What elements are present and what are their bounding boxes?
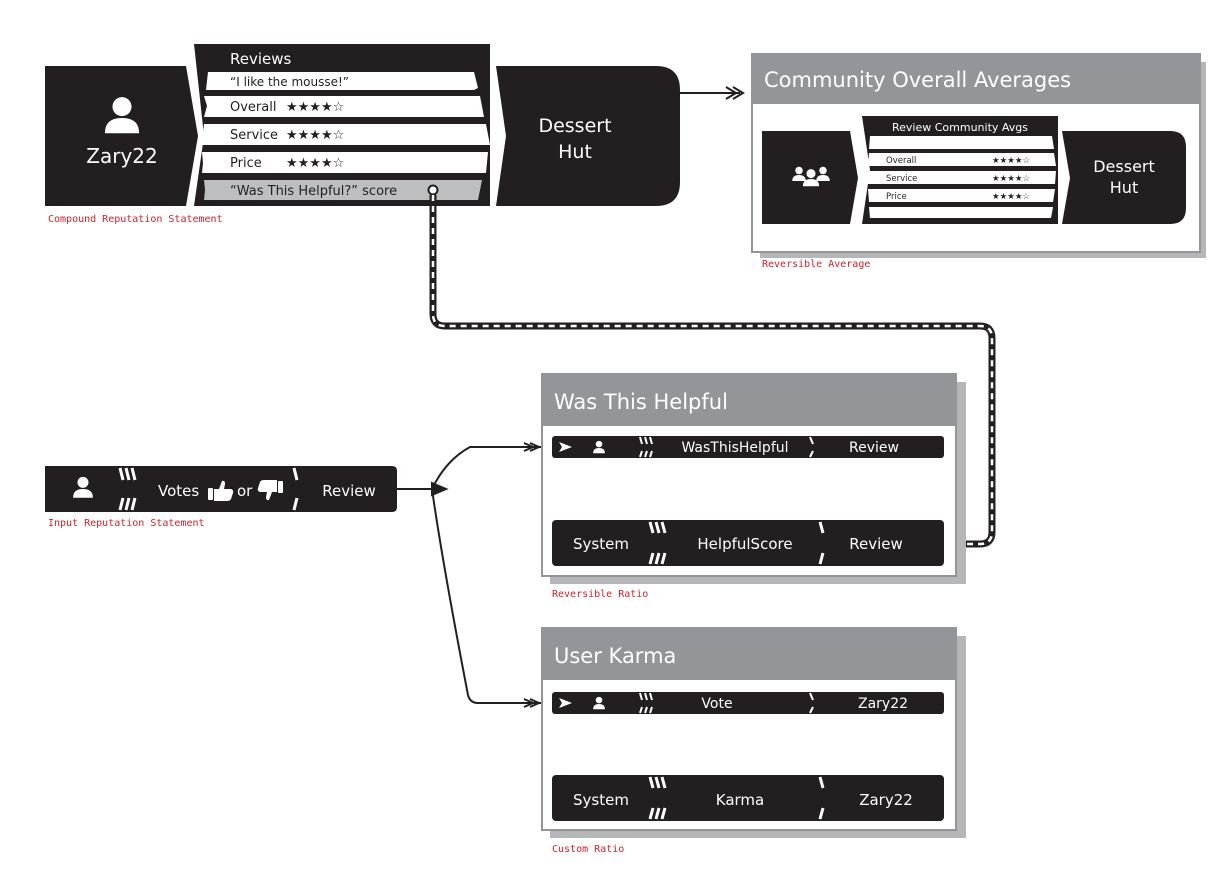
community-target-line2: Hut [1110, 178, 1138, 197]
compound-target-line1: Dessert [538, 115, 611, 137]
community-overall-label: Overall [886, 156, 916, 166]
community-service-stars: ★★★★☆ [992, 174, 1030, 184]
karma-system-source: System [573, 791, 629, 809]
arrow-to-community [680, 86, 745, 100]
overall-label: Overall [230, 100, 276, 115]
input-connectors [397, 442, 552, 708]
was-this-helpful-box: Was This Helpful WasThisHelpful Review S… [541, 373, 966, 584]
karma-input-claim: Vote [701, 696, 732, 712]
overall-row [204, 96, 484, 117]
service-label: Service [230, 128, 278, 143]
karma-input-bar [552, 692, 944, 714]
karma-input-target: Zary22 [858, 696, 908, 712]
community-blank-row-2 [869, 207, 1053, 218]
community-blank-row [869, 136, 1054, 149]
community-target-line1: Dessert [1093, 157, 1155, 176]
community-price-row [868, 189, 1055, 202]
community-overall-row [868, 153, 1056, 166]
karma-caption: Custom Ratio [552, 844, 624, 855]
helpful-system-target: Review [849, 535, 903, 553]
helpful-system-claim: HelpfulScore [697, 535, 792, 553]
helpful-input-bar [552, 436, 944, 458]
compound-source-block [45, 66, 198, 206]
helpful-input-target: Review [849, 440, 899, 456]
helpful-score-connector [429, 195, 996, 548]
helpful-system-bar [552, 520, 944, 566]
community-service-row [868, 171, 1056, 184]
karma-system-target: Zary22 [859, 791, 913, 809]
price-label: Price [230, 156, 262, 171]
compound-user-name: Zary22 [86, 144, 157, 168]
user-karma-box: User Karma Vote Zary22 System Karma Zary… [541, 627, 966, 838]
community-caption: Reversible Average [762, 259, 870, 270]
input-target: Review [322, 482, 376, 500]
community-target-block [1062, 131, 1186, 224]
community-averages-box: Community Overall Averages Review Commun… [751, 53, 1206, 258]
karma-title: User Karma [554, 644, 676, 668]
input-slash-marks [118, 467, 137, 511]
service-stars: ★★★★☆ [286, 128, 344, 143]
service-row [202, 124, 490, 145]
input-divider-marks [292, 467, 299, 511]
input-verb-or: or [237, 482, 253, 500]
community-overall-stars: ★★★★☆ [992, 156, 1030, 166]
community-service-label: Service [886, 174, 917, 184]
thumbs-up-icon [208, 480, 234, 501]
reviews-header: Reviews [230, 50, 292, 68]
quote-row [206, 72, 478, 90]
karma-system-claim: Karma [716, 791, 764, 809]
thumbs-down-icon [257, 480, 283, 501]
karma-system-bar [552, 775, 944, 821]
community-title: Community Overall Averages [764, 68, 1071, 92]
compound-caption: Compound Reputation Statement [48, 214, 223, 225]
quote-text: “I like the mousse!” [230, 75, 349, 89]
overall-stars: ★★★★☆ [286, 100, 344, 115]
price-row [202, 152, 488, 173]
helpful-input-claim: WasThisHelpful [681, 440, 788, 456]
community-price-label: Price [886, 192, 907, 202]
helpful-title: Was This Helpful [554, 390, 728, 414]
compound-target-block [496, 66, 680, 206]
compound-target-line2: Hut [558, 141, 592, 163]
helpful-score-row [204, 180, 482, 200]
helpful-caption: Reversible Ratio [552, 589, 648, 600]
input-verb-votes: Votes [158, 482, 199, 500]
input-reputation-statement: Votes or Review [45, 466, 397, 512]
helpful-score-connector-dot [427, 184, 439, 196]
community-avgs-header: Review Community Avgs [892, 121, 1028, 134]
input-caption: Input Reputation Statement [48, 518, 205, 529]
community-price-stars: ★★★★☆ [992, 192, 1030, 202]
helpful-system-source: System [573, 535, 629, 553]
price-stars: ★★★★☆ [286, 156, 344, 171]
helpful-score-label: “Was This Helpful?” score [230, 184, 397, 199]
compound-reputation-statement: Zary22 Reviews “I like the mousse!” Over… [45, 44, 680, 225]
